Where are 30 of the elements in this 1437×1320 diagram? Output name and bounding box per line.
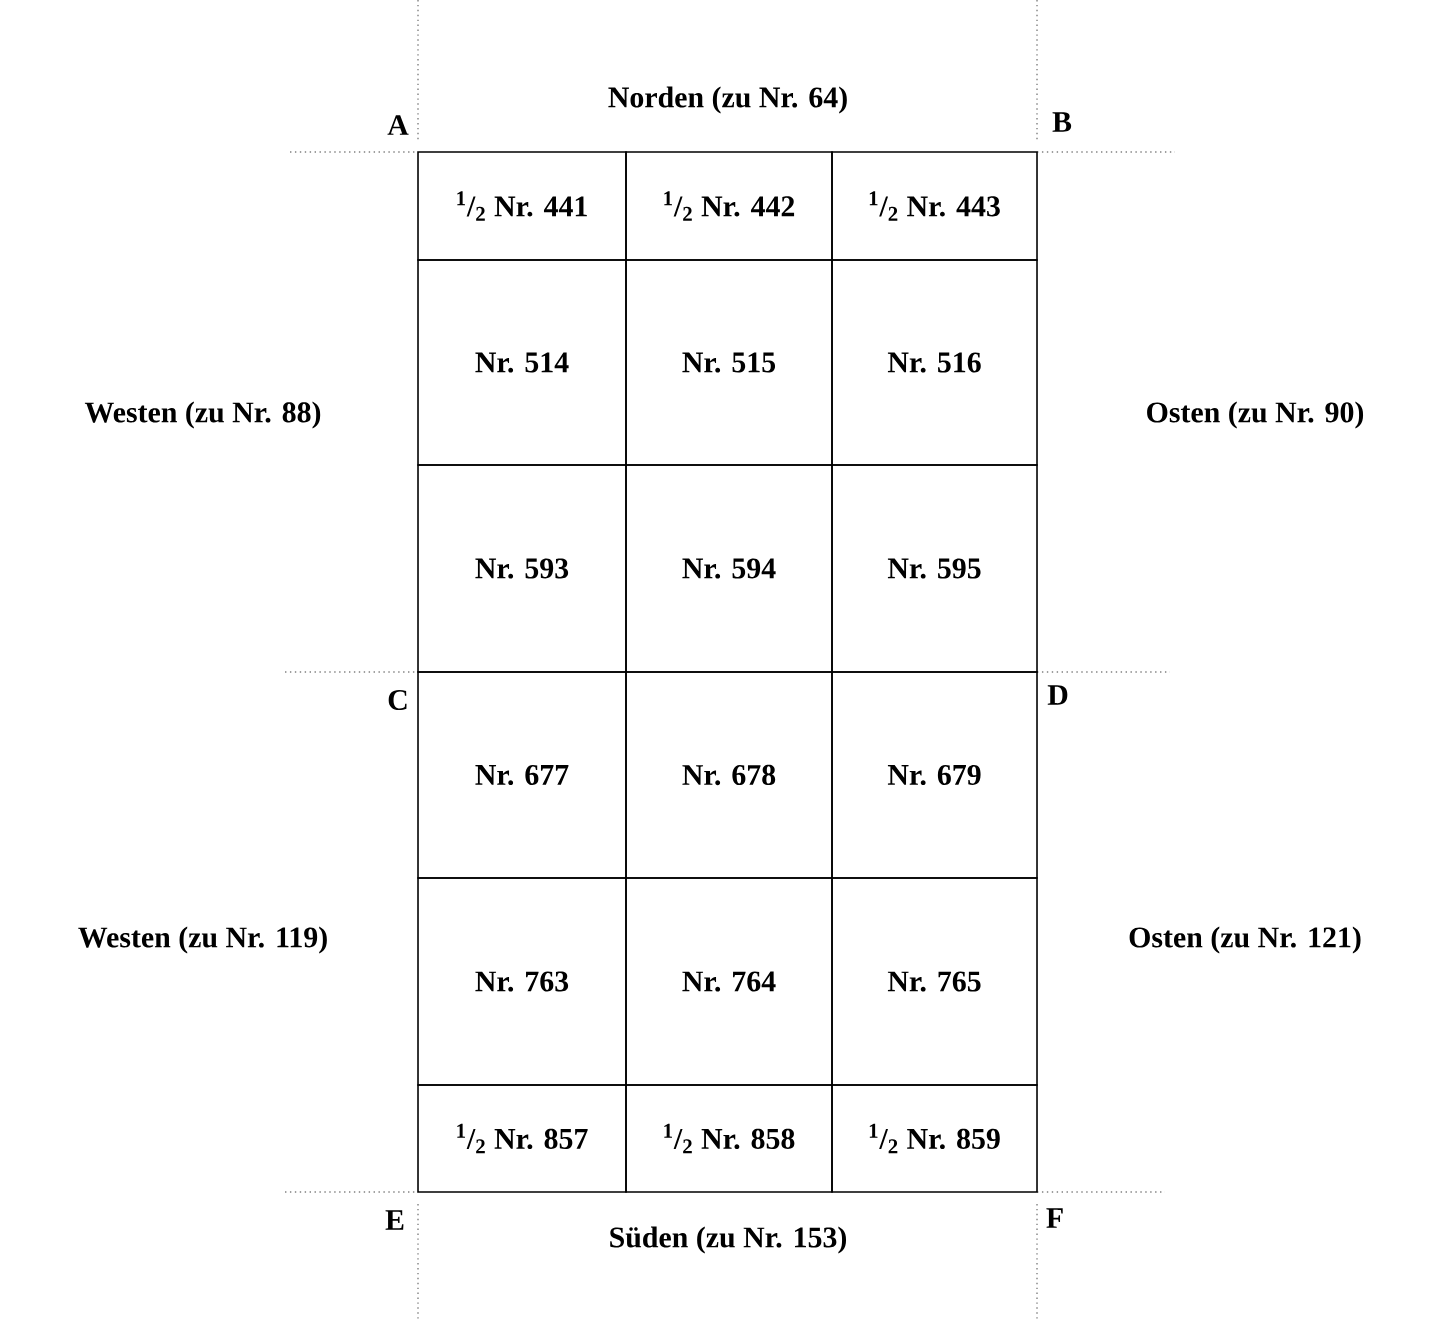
table-cell: Nr. 764 [625,877,833,1086]
table-cell: Nr. 765 [831,877,1038,1086]
corner-letter: C [388,689,407,711]
direction-label: Norden (zu Nr. 64) [608,86,847,114]
table-cell: Nr. 763 [417,877,627,1086]
table-cell: Nr. 678 [625,671,833,879]
table-cell: Nr. 515 [625,259,833,466]
table-cell: Nr. 677 [417,671,627,879]
direction-label: Westen (zu Nr. 119) [78,926,327,954]
table-cell: Nr. 514 [417,259,627,466]
table-cell: $^{1}$/$_{2}$ Nr. 858 [625,1084,833,1193]
table-cell: Nr. 516 [831,259,1038,466]
table-cell: $^{1}$/$_{2}$ Nr. 857 [417,1084,627,1193]
corner-letter: D [1047,685,1068,705]
table-cell: Nr. 594 [625,464,833,673]
direction-label: Westen (zu Nr. 88) [84,401,321,429]
table-cell: Nr. 679 [831,671,1038,879]
corner-letter: A [387,115,409,135]
corner-letter: B [1052,112,1072,132]
corner-letter: F [1046,1208,1063,1228]
table-cell: $^{1}$/$_{2}$ Nr. 859 [831,1084,1038,1193]
table-cell: $^{1}$/$_{2}$ Nr. 443 [831,151,1038,261]
table-cell: Nr. 593 [417,464,627,673]
direction-label: Osten (zu Nr. 90) [1147,401,1364,429]
table-cell: Nr. 595 [831,464,1038,673]
corner-letter: E [385,1210,404,1230]
direction-label: Osten (zu Nr. 121) [1129,926,1361,954]
table-cell: $^{1}$/$_{2}$ Nr. 442 [625,151,833,261]
table-cell: $^{1}$/$_{2}$ Nr. 441 [417,151,627,261]
direction-label: Süden (zu Nr. 153) [610,1226,847,1254]
